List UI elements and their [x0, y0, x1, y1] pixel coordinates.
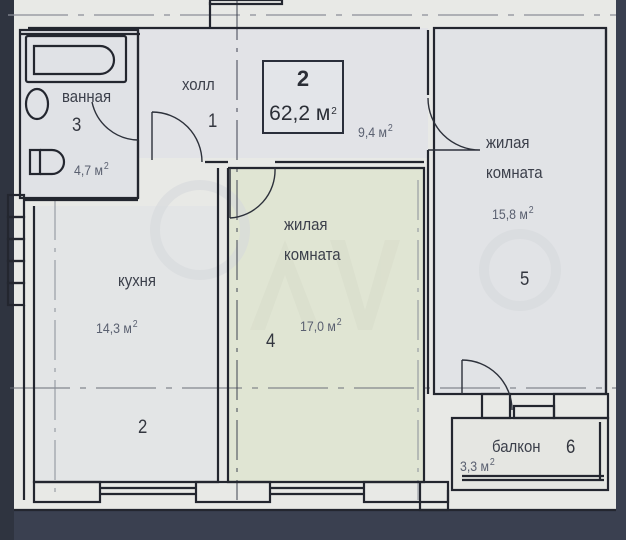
- room-5-name-line2: комната: [486, 163, 543, 182]
- room-2-number: 2: [138, 417, 148, 438]
- total-area-box: 2 62,2 м2: [262, 60, 344, 134]
- room-6-number: 6: [566, 437, 576, 458]
- room-4-name-line2: комната: [284, 245, 341, 264]
- room-3-area: 4,7 м2: [74, 161, 109, 178]
- room-4-area: 17,0 м2: [300, 317, 342, 334]
- room-3-number: 3: [72, 115, 82, 136]
- room-3-name: ванная: [62, 87, 112, 106]
- room-1-number: 1: [208, 111, 218, 132]
- room-6-fill: [452, 418, 608, 490]
- room-5-number: 5: [520, 269, 530, 290]
- door-bathroom-arc: [91, 101, 139, 141]
- room-1-area: 9,4 м2: [358, 123, 393, 140]
- total-area-value: 62,2 м2: [269, 102, 337, 125]
- room-2-area: 14,3 м2: [96, 319, 138, 336]
- room-2-fill: [34, 206, 218, 482]
- room-5-area: 15,8 м2: [492, 205, 534, 222]
- room-4-number: 4: [266, 331, 276, 352]
- total-rooms-count: 2: [296, 66, 310, 91]
- room-5-fill: [434, 28, 606, 394]
- room-4-name-line1: жилая: [284, 215, 328, 234]
- room-2-name: кухня: [118, 271, 157, 290]
- room-1-name: холл: [182, 75, 215, 94]
- room-6-name: балкон: [492, 437, 541, 456]
- room-6-area: 3,3 м2: [460, 457, 495, 474]
- room-5-name-line1: жилая: [486, 133, 530, 152]
